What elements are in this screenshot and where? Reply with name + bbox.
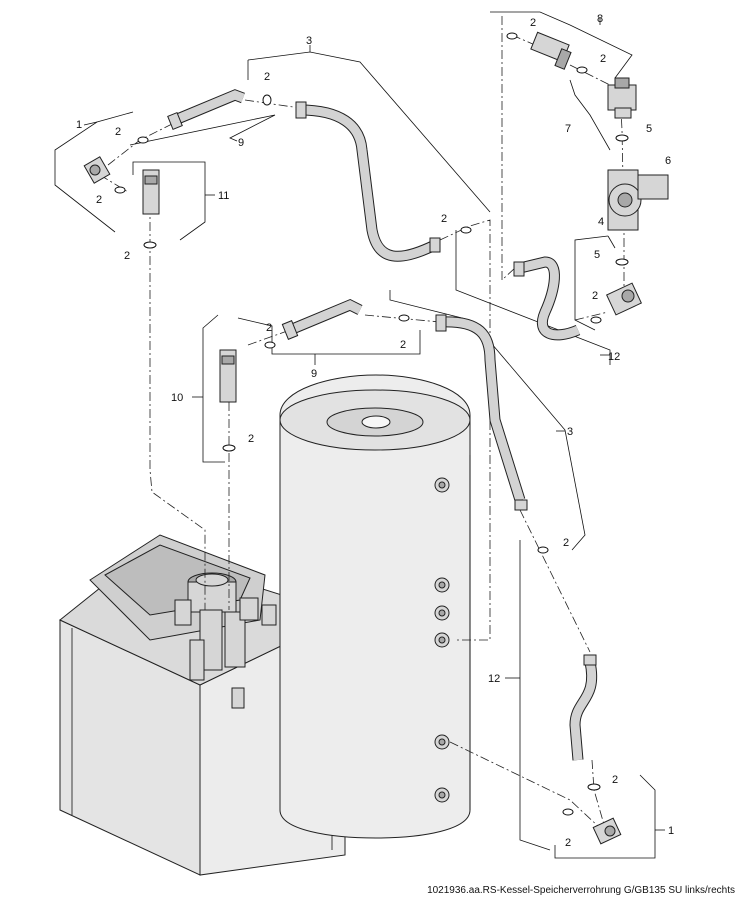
callout-9-middle: 9 bbox=[311, 368, 317, 380]
callout-2: 2 bbox=[400, 339, 406, 351]
callout-6: 6 bbox=[665, 155, 671, 167]
tank-connections bbox=[434, 477, 450, 803]
storage-tank bbox=[279, 374, 471, 839]
callout-labels: 1 1 2 2 2 2 2 2 2 2 2 2 2 2 2 2 2 2 3 3 … bbox=[76, 13, 674, 849]
valve-7 bbox=[607, 77, 637, 119]
callout-7: 7 bbox=[565, 123, 571, 135]
callout-2: 2 bbox=[612, 774, 618, 786]
callout-12-middle: 12 bbox=[488, 673, 500, 685]
callout-2: 2 bbox=[264, 71, 270, 83]
elbow-4 bbox=[605, 282, 643, 316]
callout-2: 2 bbox=[124, 250, 130, 262]
callout-1-bottom: 1 bbox=[668, 825, 674, 837]
callout-8: 8 bbox=[597, 13, 603, 25]
callout-4: 4 bbox=[598, 216, 604, 228]
check-valve-11 bbox=[142, 169, 160, 215]
seal-rings bbox=[114, 32, 629, 816]
callout-2: 2 bbox=[592, 290, 598, 302]
callout-9-top: 9 bbox=[238, 137, 244, 149]
connector-8 bbox=[530, 31, 572, 70]
callout-1-top: 1 bbox=[76, 119, 82, 131]
fittings bbox=[83, 31, 669, 845]
callout-2: 2 bbox=[530, 17, 536, 29]
callout-5: 5 bbox=[646, 123, 652, 135]
boiler-top-fittings bbox=[174, 572, 319, 681]
assembly-lines bbox=[99, 16, 625, 829]
callout-3-top: 3 bbox=[306, 35, 312, 47]
callout-2: 2 bbox=[266, 322, 272, 334]
drawing-caption: 1021936.aa.RS-Kessel-Speicherverrohrung … bbox=[427, 885, 735, 896]
callout-3-middle: 3 bbox=[567, 426, 573, 438]
elbow-fitting-bottom bbox=[592, 817, 622, 845]
callout-5: 5 bbox=[594, 249, 600, 261]
callout-2: 2 bbox=[565, 837, 571, 849]
callout-10: 10 bbox=[171, 392, 183, 404]
callout-12-top: 12 bbox=[608, 351, 620, 363]
callout-2: 2 bbox=[600, 53, 606, 65]
callout-2: 2 bbox=[248, 433, 254, 445]
callout-2: 2 bbox=[115, 126, 121, 138]
leader-lines bbox=[54, 11, 665, 859]
callout-2: 2 bbox=[96, 194, 102, 206]
check-valve-10 bbox=[219, 349, 237, 403]
callout-2: 2 bbox=[563, 537, 569, 549]
callout-2: 2 bbox=[441, 213, 447, 225]
callout-11: 11 bbox=[218, 190, 229, 202]
pump-6 bbox=[607, 169, 669, 231]
elbow-fitting-top bbox=[83, 156, 111, 184]
pipes bbox=[172, 89, 598, 761]
